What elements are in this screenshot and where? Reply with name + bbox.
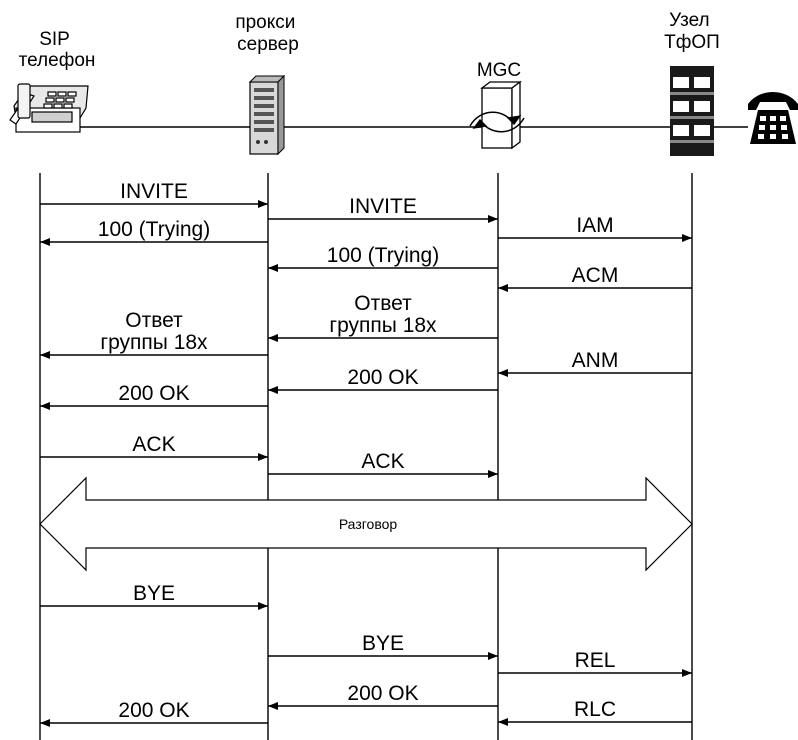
message-label: ANM	[572, 349, 619, 372]
message-2: INVITE	[268, 195, 498, 219]
pstn-node-label: Узел ТфОП	[664, 10, 720, 53]
message-5: 100 (Trying)	[268, 244, 498, 268]
message-label: группы 18х	[329, 314, 437, 337]
message-label: Ответ	[125, 309, 183, 332]
message-3: 100 (Trying)	[40, 218, 268, 242]
message-14: BYE	[40, 582, 268, 606]
proxy-server-label-line-2: сервер	[237, 34, 299, 55]
message-16: REL	[498, 649, 692, 673]
message-label: ACM	[572, 264, 619, 287]
message-label: 200 OK	[347, 366, 418, 389]
message-label: RLC	[574, 698, 616, 721]
telephone-handset-icon	[748, 92, 798, 144]
message-11: 200 OK	[40, 382, 268, 406]
messages: INVITE INVITE 100 (Trying) IAM 100 (Trying) A…	[40, 180, 692, 723]
sip-phone-label: SIP телефон	[19, 29, 96, 71]
message-label: IAM	[576, 214, 613, 237]
desk-phone-icon	[10, 84, 88, 132]
message-label: ACK	[361, 450, 404, 473]
sip-phone-label-line-2: телефон	[19, 50, 96, 71]
message-10: 200 OK	[268, 366, 498, 390]
message-label: INVITE	[120, 180, 188, 203]
message-label: Ответ	[354, 292, 412, 315]
message-label: 100 (Trying)	[98, 218, 210, 241]
message-6: ACM	[498, 264, 692, 288]
message-19: 200 OK	[40, 699, 268, 723]
pstn-switch-icon	[670, 66, 714, 156]
message-13: ACK	[268, 450, 498, 474]
pstn-node-label-line-2: ТфОП	[664, 32, 720, 53]
proxy-server-label: прокси сервер	[235, 12, 300, 55]
message-label: группы 18х	[100, 331, 208, 354]
conversation-label: Разговор	[339, 516, 398, 532]
message-1: INVITE	[40, 180, 268, 204]
message-label: ACK	[132, 433, 175, 456]
message-label: 200 OK	[118, 382, 189, 405]
media-gateway-icon	[470, 82, 524, 148]
message-9: ANM	[498, 349, 692, 373]
pstn-node-label-line-1: Узел	[669, 10, 710, 31]
message-18: RLC	[498, 698, 692, 722]
sip-phone-label-line-1: SIP	[39, 29, 69, 50]
conversation-band: Разговор	[40, 478, 692, 570]
message-label: REL	[575, 649, 616, 672]
message-4: IAM	[498, 214, 692, 238]
proxy-server-label-line-1: прокси	[235, 12, 295, 33]
message-12: ACK	[40, 433, 268, 457]
message-label: INVITE	[349, 195, 417, 218]
message-label: 100 (Trying)	[327, 244, 439, 267]
message-17: 200 OK	[268, 682, 498, 706]
mgc-label: MGC	[477, 60, 521, 81]
message-label: 200 OK	[118, 699, 189, 722]
mgc-label-line-1: MGC	[477, 60, 521, 81]
message-label: BYE	[133, 582, 175, 605]
message-15: BYE	[268, 632, 498, 656]
message-label: BYE	[362, 632, 404, 655]
server-tower-icon	[250, 76, 284, 154]
message-label: 200 OK	[347, 682, 418, 705]
